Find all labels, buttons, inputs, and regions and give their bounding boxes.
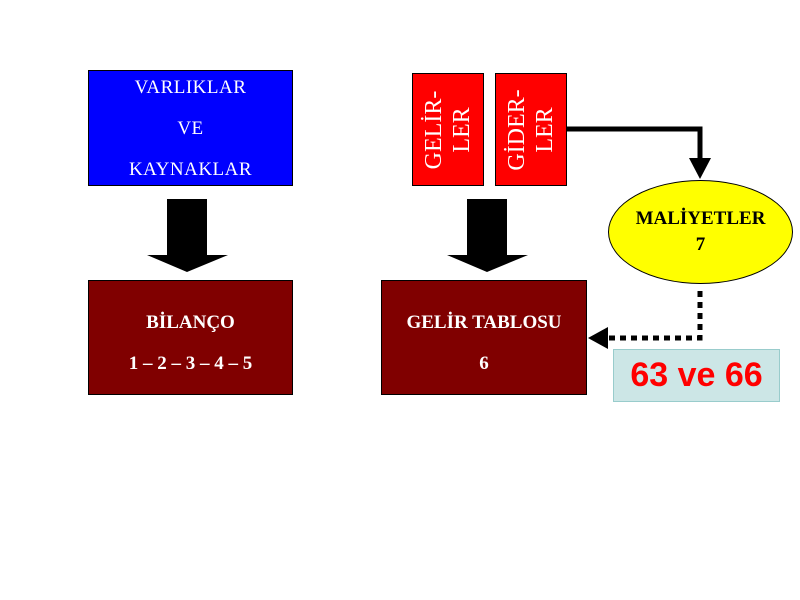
arrow-down-bilanco [147, 199, 228, 272]
giderler-label: GİDER- LER [503, 89, 559, 170]
gelir-tablosu-title: GELİR TABLOSU [406, 311, 562, 333]
giderler-box: GİDER- LER [495, 73, 567, 186]
maliyetler-title: MALİYETLER [635, 208, 766, 229]
gelirler-line-2: LER [449, 106, 475, 153]
varliklar-line-2: VE [177, 117, 204, 139]
maliyetler-ellipse: MALİYETLER 7 [608, 180, 793, 284]
gelir-tablosu-box: GELİR TABLOSU 6 [381, 280, 587, 395]
gelirler-label: GELİR- LER [420, 90, 476, 169]
arrow-maliyetler-gelir-tablosu-head [588, 327, 608, 349]
giderler-line-1: GİDER- [504, 88, 530, 171]
varliklar-line-3: KAYNAKLAR [128, 158, 253, 180]
accounts-63-66-label: 63 ve 66 [613, 349, 780, 402]
bilanco-title: BİLANÇO [146, 311, 235, 333]
gelir-tablosu-number: 6 [479, 352, 489, 374]
arrow-down-gelir-tablosu [447, 199, 528, 272]
varliklar-ve-kaynaklar-box: VARLIKLAR VE KAYNAKLAR [88, 70, 293, 186]
varliklar-line-1: VARLIKLAR [134, 76, 247, 98]
giderler-line-2: LER [532, 106, 558, 153]
arrow-giderler-maliyetler-line [567, 126, 703, 160]
arrow-giderler-maliyetler-head [689, 158, 711, 179]
gelirler-box: GELİR- LER [412, 73, 484, 186]
arrow-maliyetler-gelir-tablosu-line [608, 291, 703, 341]
maliyetler-number: 7 [695, 234, 706, 255]
gelirler-line-1: GELİR- [421, 90, 447, 169]
bilanco-numbers: 1 – 2 – 3 – 4 – 5 [128, 352, 253, 374]
bilanco-box: BİLANÇO 1 – 2 – 3 – 4 – 5 [88, 280, 293, 395]
